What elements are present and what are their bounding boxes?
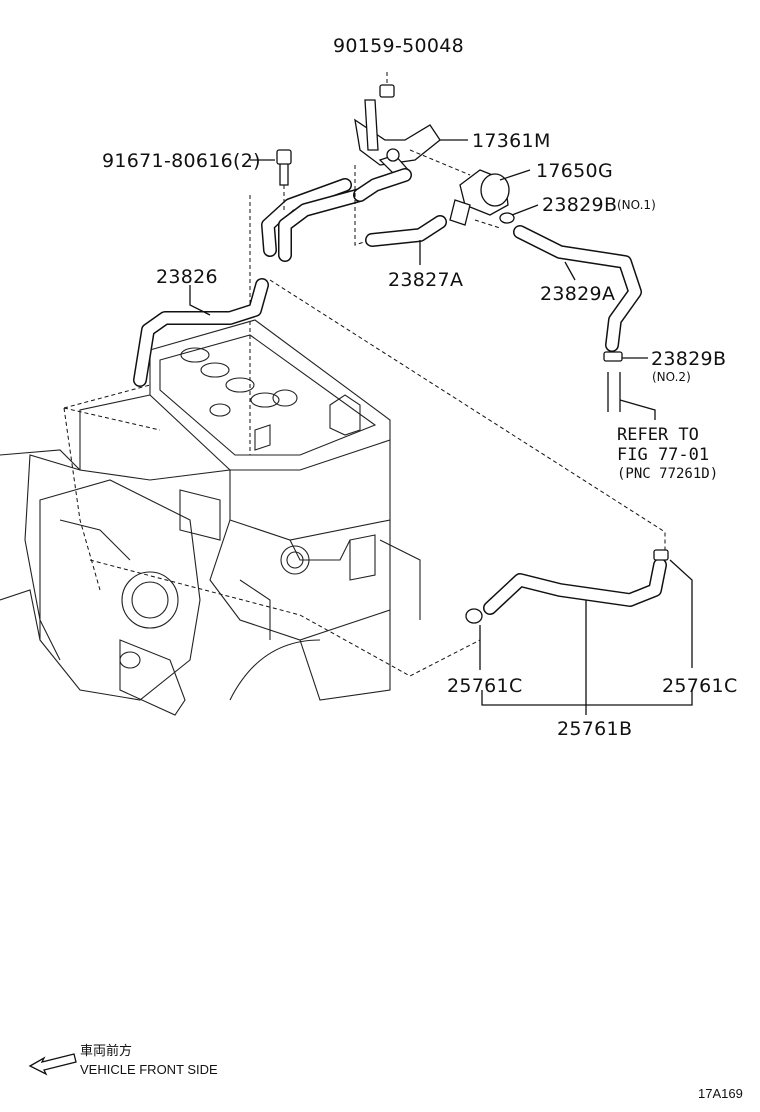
valve-17650g: [449, 169, 510, 229]
hose-23826: [133, 178, 367, 387]
front-label-en: VEHICLE FRONT SIDE: [80, 1062, 218, 1077]
callout-25761c-right: 25761C: [662, 675, 738, 697]
callout-25761b: 25761B: [557, 718, 632, 740]
callout-17650g: 17650G: [536, 160, 613, 182]
callout-23829a: 23829A: [540, 283, 615, 305]
engine-illustration: [0, 195, 666, 716]
bolt-90159-50048: [379, 72, 395, 98]
callout-91671-80616: 91671-80616(2): [102, 150, 261, 172]
hose-23827a: [365, 215, 447, 247]
hose-25761b: [465, 549, 669, 624]
callout-23827a: 23827A: [388, 269, 463, 291]
callout-23829b-no1: 23829B: [542, 194, 617, 216]
front-indicator: 車両前方 VEHICLE FRONT SIDE: [28, 1043, 218, 1077]
hose-23829a: [513, 225, 642, 352]
refer-note-line2: FIG 77-01: [617, 445, 709, 465]
bolt-91671-80616: [276, 149, 292, 210]
arrow-left-icon: [28, 1053, 77, 1076]
callout-17361m: 17361M: [472, 130, 551, 152]
sub-label-no2: (NO.2): [652, 370, 691, 384]
refer-note-line3: (PNC 77261D): [617, 466, 718, 482]
sub-label-no1: (NO.1): [617, 198, 656, 212]
front-label-jp: 車両前方: [80, 1043, 132, 1058]
refer-note-line1: REFER TO: [617, 425, 699, 445]
callout-25761c-left: 25761C: [447, 675, 523, 697]
bracket-17361m: [353, 99, 471, 246]
clamp-23829b-no1: [499, 212, 515, 224]
callout-23829b-no2: 23829B: [651, 348, 726, 370]
leader-lines: [189, 139, 693, 715]
diagram-code: 17A169: [698, 1086, 743, 1101]
clamp-23829b-no2: [603, 351, 656, 420]
callout-90159-50048: 90159-50048: [333, 35, 464, 57]
callout-23826: 23826: [156, 266, 218, 288]
